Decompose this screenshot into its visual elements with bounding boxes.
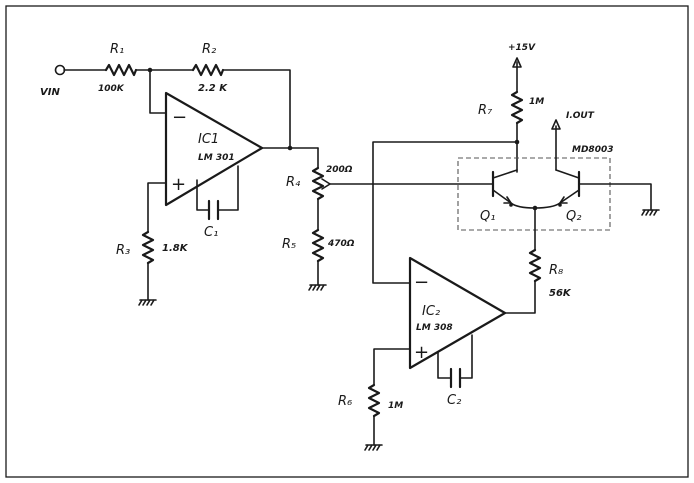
r3-ref: R₃ — [116, 243, 130, 258]
r3-value: 1.8K — [162, 243, 189, 254]
c1-wire — [196, 165, 239, 211]
c2-capacitor — [449, 367, 462, 389]
r8-ref: R₈ — [549, 263, 563, 278]
ic1-noninverting-wire — [147, 182, 167, 233]
r4-wiper-arrow — [321, 178, 331, 190]
q2-transistor — [555, 169, 581, 204]
ic2-plus: + — [414, 342, 429, 363]
output-label: I.OUT — [566, 111, 595, 121]
md8003-label: MD8003 — [572, 145, 613, 155]
ic1-minus: − — [172, 107, 187, 128]
node-ic1-output — [287, 145, 293, 151]
ground-icon-r6 — [364, 444, 383, 451]
r6-ref: R₆ — [338, 394, 352, 409]
node-q1-emitter — [509, 203, 513, 207]
ic1-plus: + — [171, 174, 186, 195]
r5-ref: R₅ — [282, 237, 296, 252]
c2-wire — [437, 334, 473, 379]
q1-transistor — [491, 169, 518, 204]
c1-capacitor — [207, 199, 220, 221]
r2-value: 2.2 K — [198, 83, 228, 94]
r2-resistor — [191, 63, 225, 77]
supply-label: +15V — [508, 43, 536, 53]
c2-ref: C₂ — [447, 393, 461, 408]
ground-icon-r5 — [308, 284, 327, 291]
ground-icon-r3 — [138, 299, 157, 306]
r8-value: 56K — [549, 288, 572, 299]
r8-to-ic2-output-wire — [504, 280, 536, 314]
r3-resistor — [141, 230, 155, 265]
r1-ref: R₁ — [110, 42, 124, 57]
r1-value: 100K — [98, 84, 125, 94]
r6-value: 1M — [388, 401, 403, 411]
r6-resistor — [367, 383, 381, 418]
ic2-ref: IC₂ — [422, 304, 440, 319]
diagram-border — [5, 5, 689, 478]
ic2-minus: − — [414, 272, 429, 293]
q2-base-ground-wire — [578, 183, 652, 211]
ic2-part: LM 308 — [416, 323, 453, 333]
ic1-ref: IC1 — [198, 132, 219, 147]
r4-potentiometer — [311, 166, 325, 201]
input-terminal — [54, 64, 66, 76]
ic2-triangle — [408, 256, 507, 370]
output-arrow — [551, 119, 561, 130]
ground-icon-q2 — [641, 209, 660, 216]
r5-value: 470Ω — [327, 239, 355, 249]
c1-ref: C₁ — [204, 225, 218, 240]
ic1-part: LM 301 — [198, 153, 235, 163]
r1-resistor — [104, 63, 138, 77]
collector-feedback-wire — [372, 141, 518, 284]
r2-ref: R₂ — [202, 42, 216, 57]
r2-feedback-wire — [222, 69, 291, 149]
ic1-triangle — [164, 91, 264, 207]
md8003-package-outline — [457, 157, 611, 231]
q2-ref: Q₂ — [566, 209, 581, 224]
r4-ref: R₄ — [286, 175, 301, 190]
r7-resistor — [510, 90, 524, 125]
r5-resistor — [311, 228, 325, 263]
ic2-noninverting-wire — [373, 348, 411, 386]
r8-resistor — [528, 248, 542, 283]
node-q2-emitter — [558, 203, 562, 207]
r7-ref: R₇ — [478, 103, 493, 118]
r4-value: 200Ω — [326, 165, 353, 175]
ic1-inverting-wire — [149, 69, 167, 114]
q1-ref: Q₁ — [480, 209, 495, 224]
vin-label: VIN — [40, 87, 60, 98]
r7-value: 1M — [529, 97, 544, 107]
